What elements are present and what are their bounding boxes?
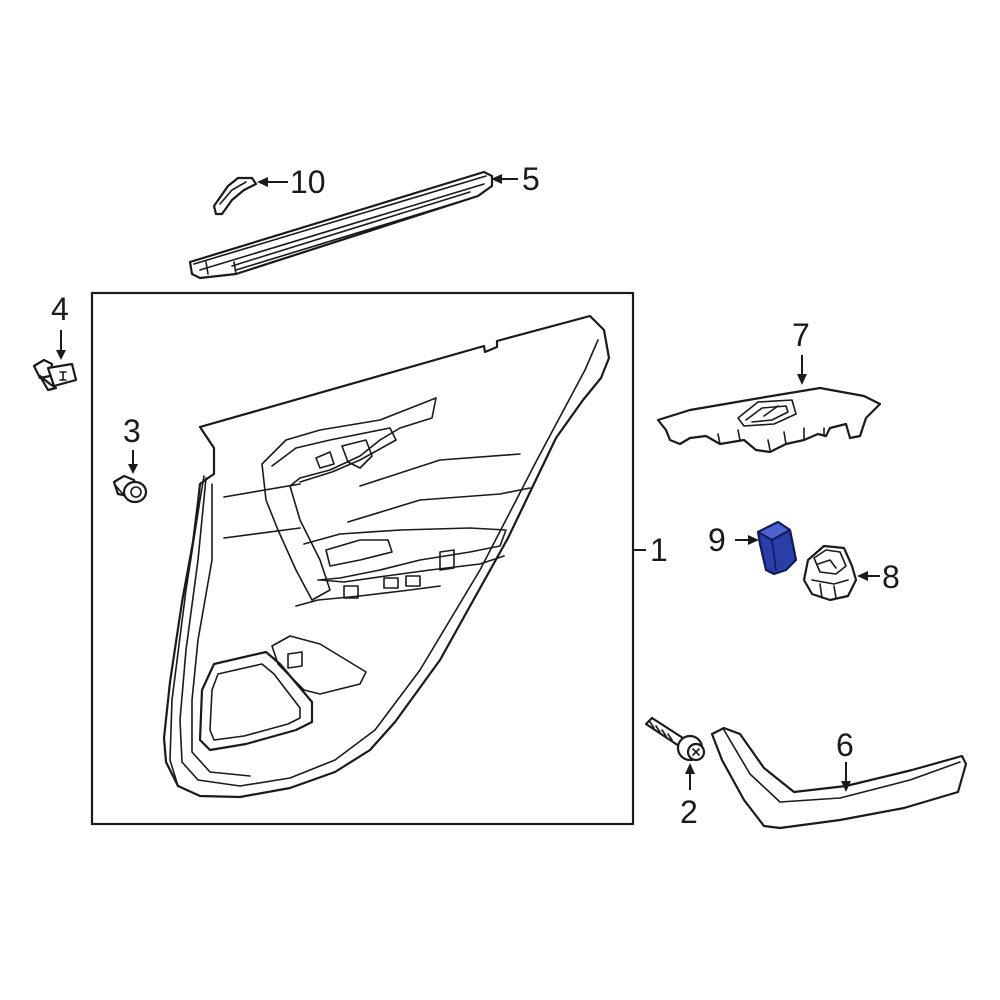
callout-label-7: 7 — [792, 317, 810, 353]
weatherstrip-end-cap[interactable] — [212, 176, 258, 216]
callout-10: 10 — [257, 164, 326, 200]
callout-label-6: 6 — [836, 727, 854, 763]
callout-2: 2 — [680, 763, 698, 830]
door-panel-inner-edge-2 — [191, 483, 251, 777]
callout-label-9: 9 — [708, 522, 726, 558]
reflector-square — [287, 651, 303, 669]
upper-trim-line-2 — [347, 487, 531, 523]
callout-label-8: 8 — [882, 559, 900, 595]
door-panel-outer-edge — [169, 475, 205, 787]
switch-knob[interactable] — [756, 520, 798, 576]
callout-5: 5 — [491, 161, 540, 197]
pocket-slot-3 — [405, 575, 421, 587]
callout-label-5: 5 — [522, 161, 540, 197]
door-trim-panel-group — [90, 291, 635, 826]
pocket-slot-4 — [439, 549, 455, 571]
speaker-grille-inner — [209, 663, 301, 741]
switch-pocket — [325, 539, 393, 567]
callout-9: 9 — [708, 522, 759, 558]
switch-bezel[interactable] — [656, 386, 882, 454]
retainer-clip[interactable] — [32, 358, 78, 392]
callout-7: 7 — [792, 317, 810, 385]
callout-label-3: 3 — [123, 413, 141, 449]
belt-weatherstrip[interactable] — [188, 170, 494, 280]
callout-8: 8 — [857, 559, 900, 595]
callout-label-4: 4 — [51, 291, 69, 327]
pocket-slot-2 — [383, 577, 399, 589]
armrest-shelf — [303, 527, 507, 581]
bolt[interactable] — [644, 716, 706, 762]
window-switch[interactable] — [802, 544, 858, 602]
door-panel-frame — [90, 291, 635, 826]
callout-label-1: 1 — [650, 532, 668, 568]
trim-molding[interactable] — [710, 726, 968, 830]
callout-label-10: 10 — [290, 164, 326, 200]
callout-label-2: 2 — [680, 794, 698, 830]
armrest-handle — [261, 397, 437, 601]
door-pull-handle — [315, 439, 373, 469]
callout-3: 3 — [123, 413, 141, 474]
push-clip[interactable] — [112, 474, 148, 504]
armrest-shelf-2 — [319, 555, 505, 583]
lower-edge-line — [295, 585, 441, 607]
callout-4: 4 — [51, 291, 69, 360]
reflector-panel — [271, 635, 367, 695]
callout-6: 6 — [836, 727, 854, 792]
armrest-inner — [271, 427, 397, 483]
upper-trim-line — [223, 453, 521, 539]
callout-1: 1 — [633, 532, 668, 568]
pocket-slot-1 — [343, 585, 359, 599]
door-panel-inner-edge — [179, 339, 599, 787]
